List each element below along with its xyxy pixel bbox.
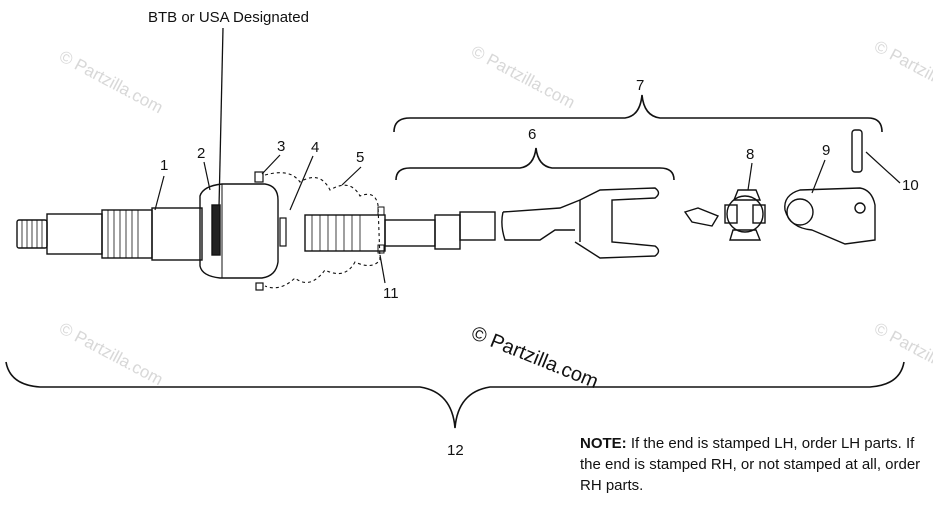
axle-shaft bbox=[304, 211, 496, 252]
note-body: If the end is stamped LH, order LH parts… bbox=[580, 435, 921, 494]
callout-7: 7 bbox=[636, 77, 644, 94]
pin-10 bbox=[851, 129, 863, 173]
watermark-faint: © Partzilla.com bbox=[56, 319, 166, 390]
callout-5: 5 bbox=[356, 149, 364, 166]
brace-12 bbox=[5, 361, 905, 429]
callout-6: 6 bbox=[528, 126, 536, 143]
note-prefix: NOTE: bbox=[580, 435, 627, 452]
note-text: NOTE: If the end is stamped LH, order LH… bbox=[580, 433, 925, 496]
clamp-11-top bbox=[377, 206, 385, 216]
yoke-9 bbox=[784, 187, 876, 245]
cv-housing bbox=[199, 183, 279, 279]
watermark-faint: © Partzilla.com bbox=[468, 42, 578, 113]
u-joint-8 bbox=[683, 189, 766, 241]
stub-shaft bbox=[16, 207, 203, 261]
leader-lines bbox=[154, 151, 901, 284]
watermark-main: © Partzilla.com bbox=[468, 322, 601, 393]
watermark-faint: © Partzilla.com bbox=[871, 37, 933, 108]
callout-8: 8 bbox=[746, 146, 754, 163]
brace-6 bbox=[395, 147, 675, 181]
callout-12: 12 bbox=[447, 442, 464, 459]
boot-5 bbox=[264, 172, 381, 289]
brace-7 bbox=[393, 94, 883, 133]
clamp-3 bbox=[254, 171, 264, 291]
watermark-faint: © Partzilla.com bbox=[871, 319, 933, 390]
clamp-11-bottom bbox=[377, 244, 385, 254]
callout-9: 9 bbox=[822, 142, 830, 159]
callout-11: 11 bbox=[383, 285, 399, 302]
header-label: BTB or USA Designated bbox=[148, 9, 309, 26]
circlip-4 bbox=[279, 217, 287, 247]
callout-3: 3 bbox=[277, 138, 285, 155]
yoke-shaft-6 bbox=[501, 187, 660, 259]
callout-2: 2 bbox=[197, 145, 205, 162]
callout-4: 4 bbox=[311, 139, 319, 156]
watermark-faint: © Partzilla.com bbox=[56, 47, 166, 118]
callout-10: 10 bbox=[902, 177, 919, 194]
callout-1: 1 bbox=[160, 157, 168, 174]
